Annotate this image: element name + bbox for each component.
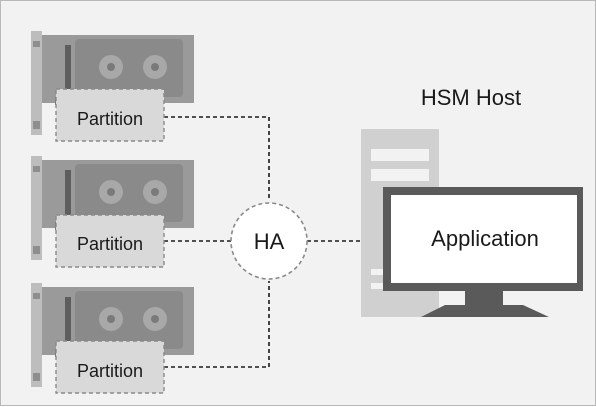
hsm-card-3: Partition — [31, 283, 194, 394]
hsm-card-2: Partition — [31, 156, 194, 268]
hsm-card-1: Partition — [31, 31, 194, 142]
partition-label-1: Partition — [77, 109, 143, 129]
connector-partition-1 — [164, 116, 270, 201]
partition-label-3: Partition — [77, 361, 143, 381]
partition-label-2: Partition — [77, 234, 143, 254]
connectors — [164, 116, 361, 368]
monitor-icon — [383, 187, 583, 317]
partition-box-1 — [55, 88, 165, 142]
ha-circle — [230, 202, 308, 280]
ha-label: HA — [254, 229, 285, 254]
hsm-host: HSM Host Application — [361, 85, 583, 317]
partition-box-2 — [55, 214, 165, 268]
host-title: HSM Host — [421, 85, 521, 110]
ha-node: HA — [230, 202, 308, 280]
application-label: Application — [431, 226, 539, 251]
connector-partition-3 — [164, 281, 270, 368]
partition-box-3 — [55, 340, 165, 394]
